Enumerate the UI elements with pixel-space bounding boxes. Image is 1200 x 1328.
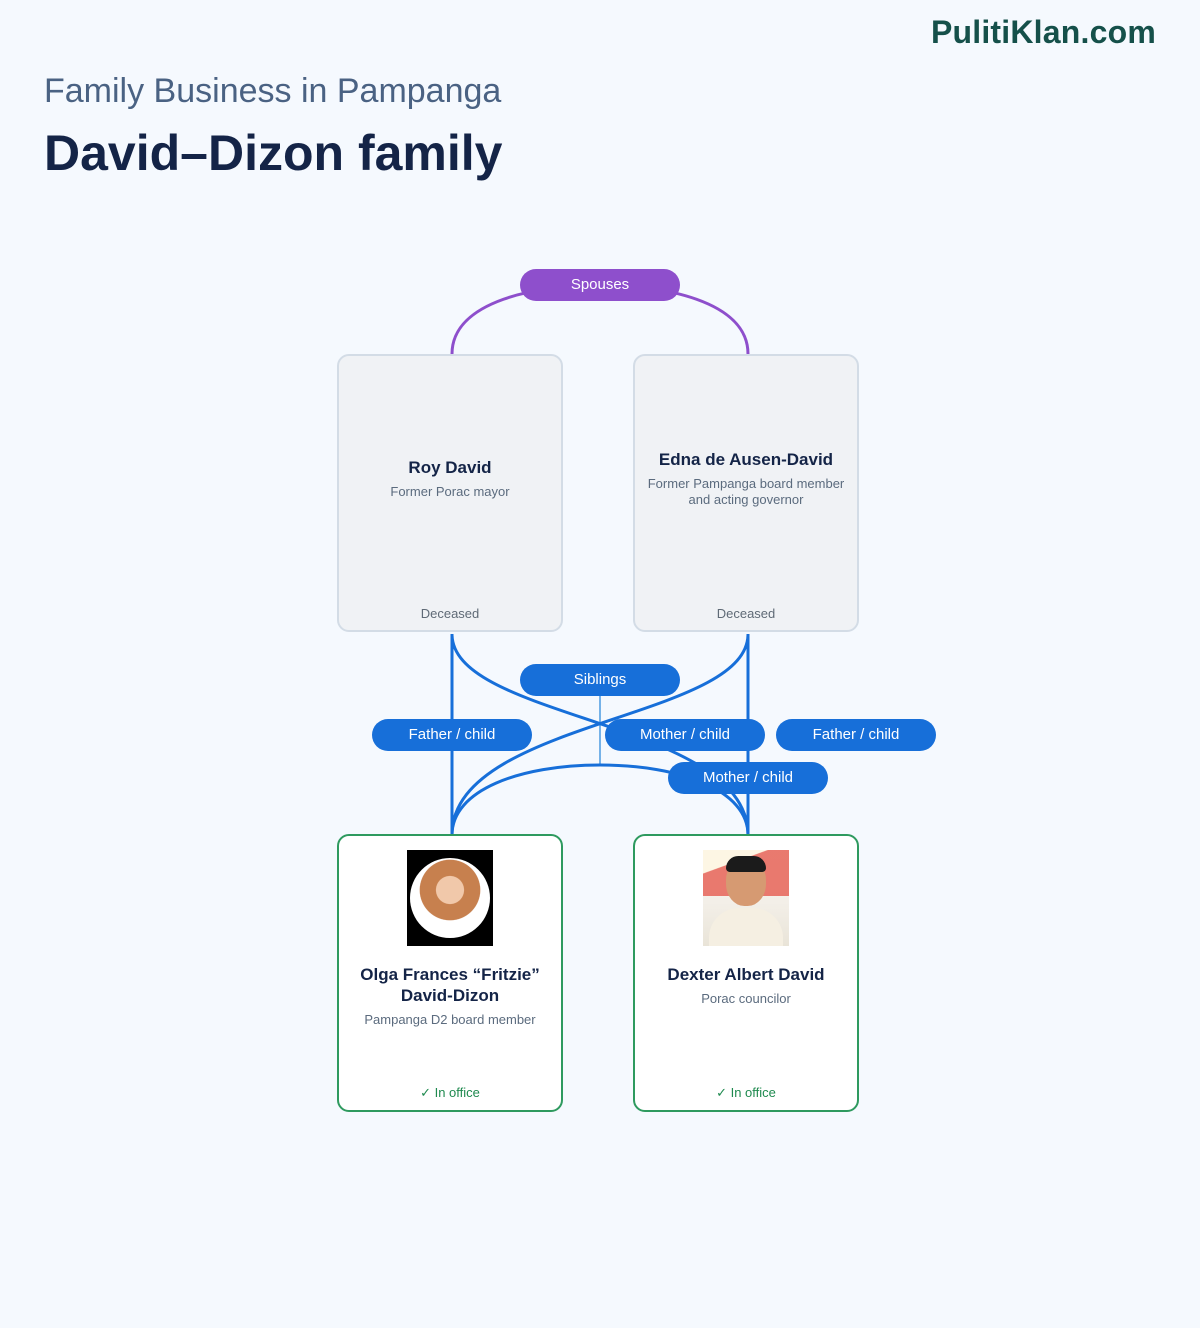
portrait-photo: [703, 850, 789, 946]
person-card-olga-david-dizon[interactable]: Olga Frances “Fritzie” David-Dizon Pampa…: [337, 834, 563, 1112]
mother-child-label-2: Mother / child: [668, 762, 828, 794]
page-subtitle: Family Business in Pampanga: [44, 72, 502, 110]
portrait-photo: [407, 850, 493, 946]
father-child-label-1: Father / child: [372, 719, 532, 751]
person-role: Former Pampanga board member and acting …: [647, 475, 845, 507]
person-card-roy-david[interactable]: Roy David Former Porac mayor Deceased: [337, 354, 563, 632]
spouses-label: Spouses: [520, 269, 680, 301]
status-badge: ✓ In office: [420, 1085, 480, 1100]
person-role: Pampanga D2 board member: [364, 1012, 536, 1027]
person-role: Former Porac mayor: [390, 483, 510, 499]
status-badge: ✓ In office: [716, 1085, 776, 1100]
person-name: Roy David: [408, 457, 492, 477]
mother-child-label-1: Mother / child: [605, 719, 765, 751]
father-child-label-2: Father / child: [776, 719, 936, 751]
person-role: Porac councilor: [701, 991, 791, 1006]
person-name: Olga Frances “Fritzie” David-Dizon: [360, 965, 540, 1005]
page-title: David–Dizon family: [44, 125, 503, 181]
brand-logo-text: PulitiKlan.com: [930, 14, 1156, 50]
sibling-link-curve: [450, 763, 750, 836]
person-card-edna-de-ausen-david[interactable]: Edna de Ausen-David Former Pampanga boar…: [633, 354, 859, 632]
status-badge: Deceased: [420, 606, 480, 621]
person-card-dexter-albert-david[interactable]: Dexter Albert David Porac councilor ✓ In…: [633, 834, 859, 1112]
person-name: Edna de Ausen-David: [658, 449, 834, 469]
person-name: Dexter Albert David: [667, 965, 825, 984]
status-badge: Deceased: [716, 606, 776, 621]
siblings-label: Siblings: [520, 664, 680, 696]
